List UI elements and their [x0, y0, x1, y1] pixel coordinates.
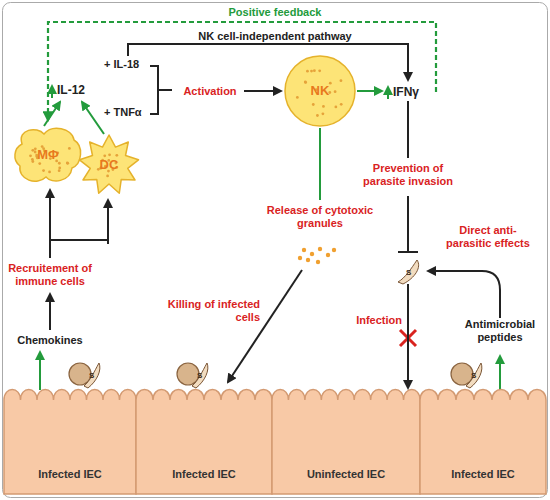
cell-label: Infected IEC — [4, 469, 136, 480]
granules — [298, 247, 336, 264]
cytokine-label: IFNγ — [393, 86, 433, 99]
activation-arrow — [244, 90, 281, 92]
cytokine-label: + TNFα — [104, 106, 152, 119]
cell-name: S — [406, 269, 411, 277]
infection-arrow — [407, 284, 409, 388]
secretion-arrow — [44, 102, 60, 126]
nk-cell: NK — [284, 55, 356, 127]
cell-name: S — [471, 372, 476, 380]
epithelial-cell: Infected IEC — [136, 388, 272, 494]
process-label: Killing of infected cells — [164, 298, 260, 324]
macrophage-cell: MΦ — [12, 124, 84, 186]
molecule-label: Antimicrobial peptides — [455, 318, 545, 344]
pathway-label: NK cell-independent pathway — [175, 30, 375, 43]
release-line — [319, 128, 321, 200]
sporozoite: S — [176, 360, 210, 390]
cytokine-label: IL-12 — [57, 84, 101, 97]
recruitment-arrow — [49, 190, 51, 244]
cell-label: Uninfected IEC — [272, 469, 420, 480]
recruitment-lines — [50, 190, 108, 258]
pathway-arrow — [128, 44, 408, 80]
feedback-label: Positive feedback — [175, 6, 375, 19]
epithelial-cell: Infected IEC — [420, 388, 546, 494]
sporozoite-outline — [450, 360, 484, 390]
process-label: Direct anti-parasitic effects — [440, 224, 536, 250]
sporozoite: S — [450, 360, 484, 390]
cell-name: DC — [78, 158, 140, 171]
process-label: Release of cytotoxic granules — [262, 204, 378, 230]
cell-name: S — [89, 372, 94, 380]
secretion-arrow — [357, 90, 382, 92]
dendritic-cell: DC — [78, 134, 140, 196]
sporozoite-outline — [176, 360, 210, 390]
molecule-label: Chemokines — [10, 334, 90, 347]
cytokine-label: + IL-18 — [104, 58, 152, 71]
increase-arrow — [51, 86, 53, 98]
bracket — [150, 66, 172, 114]
cell-label: Infected IEC — [136, 469, 272, 480]
feedback-arrow — [48, 22, 436, 120]
process-label: Activation — [175, 85, 245, 98]
chemokine-arrow — [49, 294, 51, 330]
epithelial-cell: Infected IEC — [4, 388, 136, 494]
killing-arrow — [228, 270, 302, 382]
secretion-arrow — [82, 102, 104, 134]
secretion-arrow — [39, 352, 41, 390]
secretion-arrow — [499, 356, 501, 392]
increase-arrow — [387, 87, 389, 99]
sporozoite: S — [68, 360, 102, 390]
epithelial-cell: Uninfected IEC — [272, 388, 420, 494]
cell-label: Infected IEC — [420, 469, 546, 480]
cell-name: NK — [284, 84, 356, 97]
sporozoite: S — [393, 258, 423, 284]
sporozoite-outline — [68, 360, 102, 390]
process-label: Prevention of parasite invasion — [356, 162, 460, 188]
frame — [3, 3, 548, 498]
process-label: Recruitement of immune cells — [0, 262, 100, 288]
recruitment-arrow — [107, 200, 109, 244]
antiparasitic-arrow — [428, 271, 500, 318]
cell-name: S — [197, 372, 202, 380]
cell-name: MΦ — [12, 148, 84, 161]
process-label: Infection — [302, 314, 402, 327]
